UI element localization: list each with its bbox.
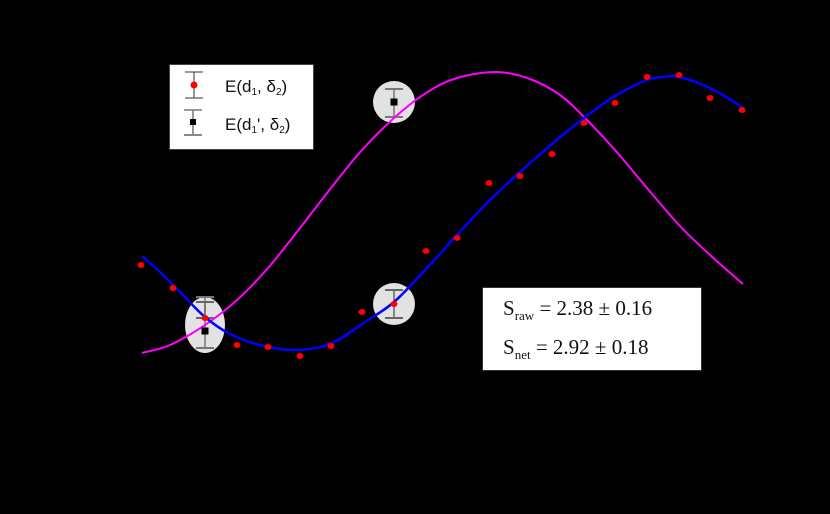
- legend-marker-black-square-icon: [184, 109, 202, 136]
- data-point-red: [580, 120, 588, 126]
- data-point-red: [738, 107, 746, 113]
- data-point-red: [643, 74, 651, 80]
- legend-item-black: E(d1', δ2): [170, 105, 313, 145]
- data-points-black: [201, 98, 398, 335]
- legend: E(d1, δ2) E(d1', δ2): [169, 64, 314, 150]
- data-point-red: [422, 248, 430, 254]
- legend-label-red: E(d1, δ2): [225, 77, 288, 98]
- data-point-red: [137, 262, 145, 268]
- data-point-black-square: [390, 98, 398, 106]
- fit-line-blue: [141, 74, 743, 352]
- data-point-red: [675, 72, 683, 78]
- legend-item-red: E(d1, δ2): [170, 67, 313, 107]
- stats-annotation-box: Sraw = 2.38 ± 0.16 Snet = 2.92 ± 0.18: [482, 287, 702, 371]
- data-point-red: [706, 95, 714, 101]
- data-point-red: [516, 173, 524, 179]
- data-point-red: [485, 180, 493, 186]
- data-point-red: [201, 315, 209, 321]
- data-point-red: [264, 344, 272, 350]
- stat-s-raw: Sraw = 2.38 ± 0.16: [503, 296, 653, 323]
- data-point-red: [390, 301, 398, 307]
- legend-marker-red-circle-icon: [185, 71, 203, 99]
- data-point-red: [296, 353, 304, 359]
- data-point-black-square: [201, 327, 209, 335]
- data-point-red: [611, 100, 619, 106]
- data-point-red: [169, 285, 177, 291]
- data-point-red: [327, 343, 335, 349]
- legend-label-black: E(d1', δ2): [225, 115, 291, 136]
- data-point-red: [548, 151, 556, 157]
- stat-s-net: Snet = 2.92 ± 0.18: [503, 335, 649, 362]
- data-point-red: [358, 309, 366, 315]
- fit-line-magenta: [141, 70, 744, 354]
- data-point-red: [233, 342, 241, 348]
- data-points-red: [137, 72, 746, 359]
- data-point-red: [453, 235, 461, 241]
